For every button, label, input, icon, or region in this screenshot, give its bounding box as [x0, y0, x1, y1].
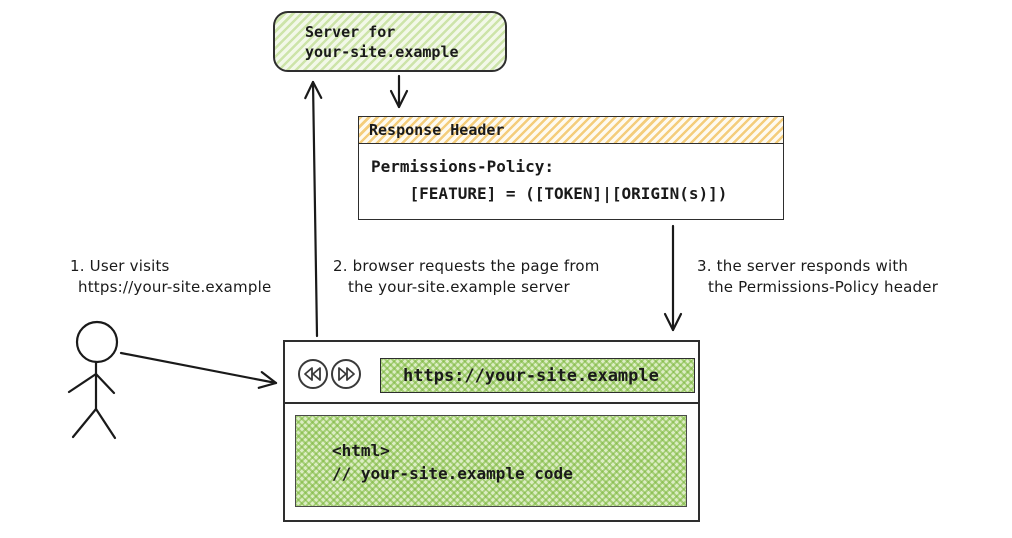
step1-line2: https://your-site.example: [78, 278, 272, 296]
server-label-line2: your-site.example: [305, 42, 459, 61]
url-bar: https://your-site.example: [380, 358, 695, 393]
response-header-body: Permissions-Policy: [FEATURE] = ([TOKEN]…: [359, 144, 783, 219]
server-label-line1: Server for: [305, 22, 396, 41]
arrow-user-to-browser: [119, 351, 278, 389]
permissions-policy-line2: [FEATURE] = ([TOKEN]|[ORIGIN(s)]): [371, 184, 728, 203]
rewind-icon: [298, 359, 328, 389]
step2-line1: 2. browser requests the page from: [333, 257, 600, 275]
step1-line1: 1. User visits: [70, 257, 170, 275]
code-line2: // your-site.example code: [332, 464, 573, 483]
page-content-box: <html> // your-site.example code: [295, 415, 687, 507]
response-header-box: Response Header Permissions-Policy: [FEA…: [358, 116, 784, 220]
step2-label: 2. browser requests the page from the yo…: [333, 256, 600, 298]
step3-label: 3. the server responds with the Permissi…: [697, 256, 938, 298]
browser-toolbar: https://your-site.example: [285, 342, 698, 404]
response-header-title: Response Header: [359, 117, 783, 144]
stick-figure-user-icon: [67, 320, 119, 440]
back-button: [297, 358, 329, 390]
forward-button: [330, 358, 362, 390]
step2-line2: the your-site.example server: [348, 278, 570, 296]
arrow-browser-to-server: [304, 80, 323, 338]
server-box: Server for your-site.example: [273, 11, 507, 72]
permissions-policy-line1: Permissions-Policy:: [371, 157, 555, 176]
fast-forward-icon: [331, 359, 361, 389]
browser-window: https://your-site.example <html> // your…: [283, 340, 700, 522]
step1-label: 1. User visits https://your-site.example: [70, 256, 271, 298]
step3-line2: the Permissions-Policy header: [708, 278, 939, 296]
step3-line1: 3. the server responds with: [697, 257, 909, 275]
code-line1: <html>: [332, 441, 390, 460]
